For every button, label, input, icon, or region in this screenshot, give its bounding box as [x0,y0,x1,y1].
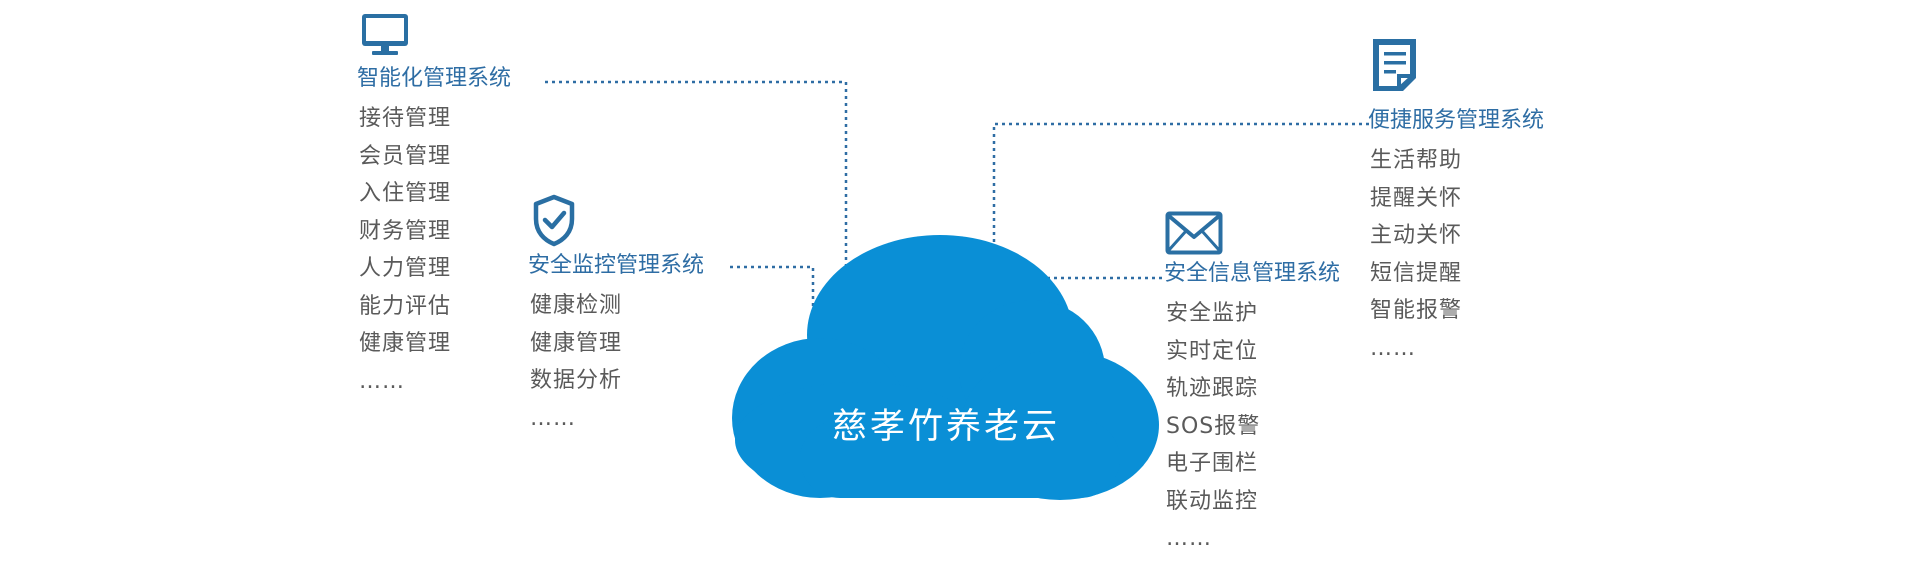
list-item: 入住管理 [359,181,452,206]
group-convenient-service: 便捷服务管理系统 生活帮助 提醒关怀 主动关怀 短信提醒 智能报警 …… [1368,106,1544,367]
list-item: 主动关怀 [1370,223,1463,248]
list-item: …… [359,368,405,394]
group-service-list: 生活帮助 提醒关怀 主动关怀 短信提醒 智能报警 …… [1370,142,1544,367]
list-item: 能力评估 [359,293,452,319]
list-item: 实时定位 [1166,338,1259,364]
group-safety-info: 安全信息管理系统 安全监护 实时定位 轨迹跟踪 SOS报警 电子围栏 联动监控 … [1164,259,1340,558]
list-item: …… [1166,526,1212,551]
list-item: 智能报警 [1370,298,1463,323]
monitor-icon [362,14,408,55]
cloud-label: 慈孝竹养老云 [831,407,1060,447]
list-item: 接待管理 [359,106,452,131]
list-item: 健康管理 [530,330,623,356]
group-smart-management: 智能化管理系统 接待管理 会员管理 入住管理 财务管理 人力管理 能力评估 健康… [357,64,511,400]
list-item: 人力管理 [359,256,452,281]
list-item: 电子围栏 [1166,451,1259,476]
shield-check-icon [533,194,575,247]
list-item: 短信提醒 [1370,260,1463,286]
group-security-monitoring: 安全监控管理系统 健康检测 健康管理 数据分析 …… [528,251,704,437]
group-smart-list: 接待管理 会员管理 入住管理 财务管理 人力管理 能力评估 健康管理 …… [359,100,511,400]
list-item: 轨迹跟踪 [1166,376,1259,401]
list-item: 财务管理 [359,218,452,244]
list-item: 生活帮助 [1370,148,1463,173]
connector-smart [545,80,848,288]
list-item: 健康管理 [359,331,452,356]
list-item: 提醒关怀 [1370,185,1463,211]
list-item: …… [530,405,576,431]
document-icon [1373,39,1416,91]
list-item: …… [1370,335,1416,361]
list-item: 健康检测 [530,293,623,318]
list-item: 安全监护 [1166,301,1259,326]
group-security-title: 安全监控管理系统 [528,253,705,278]
connector-info [1028,276,1162,300]
group-smart-title: 智能化管理系统 [357,66,512,91]
list-item: SOS报警 [1166,413,1261,439]
list-item: 数据分析 [530,368,623,393]
list-item: 会员管理 [359,143,452,169]
group-service-title: 便捷服务管理系统 [1368,108,1545,133]
list-item: 联动监控 [1166,488,1259,514]
group-security-list: 健康检测 健康管理 数据分析 …… [530,287,704,437]
group-info-title: 安全信息管理系统 [1164,261,1341,286]
envelope-icon [1165,211,1223,255]
group-info-list: 安全监护 实时定位 轨迹跟踪 SOS报警 电子围栏 联动监控 …… [1166,295,1340,558]
